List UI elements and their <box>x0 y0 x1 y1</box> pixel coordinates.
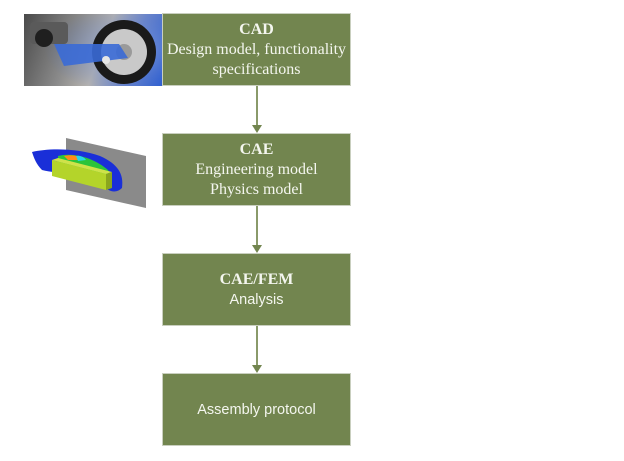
engine-cover <box>35 29 53 47</box>
step-box-cae: CAE Engineering model Physics model <box>162 133 351 206</box>
step-line: Analysis <box>229 291 284 308</box>
part-block <box>52 160 106 190</box>
arrow-down <box>251 206 263 253</box>
fem-illustration <box>32 138 146 208</box>
step-title: CAE/FEM <box>219 270 294 288</box>
motorcycle-cad-image <box>24 14 162 86</box>
arrow-shaft <box>256 86 258 125</box>
swingarm <box>54 44 128 66</box>
fem-contour-image <box>28 130 148 210</box>
arrow-down <box>251 326 263 373</box>
arrowhead-icon <box>252 245 262 253</box>
step-box-assembly-protocol: Assembly protocol <box>162 373 351 446</box>
step-title: CAE <box>239 140 274 158</box>
arrowhead-icon <box>252 125 262 133</box>
step-line: Assembly protocol <box>197 401 316 418</box>
step-line: specifications <box>212 60 301 78</box>
arrow-shaft <box>256 206 258 245</box>
step-line: Physics model <box>210 180 303 198</box>
step-line: Design model, functionality <box>166 40 347 58</box>
motorcycle-illustration <box>24 14 162 86</box>
arrow-down <box>251 86 263 133</box>
arrowhead-icon <box>252 365 262 373</box>
step-line: Engineering model <box>195 160 318 178</box>
step-box-cad: CAD Design model, functionality specific… <box>162 13 351 86</box>
step-box-cae-fem: CAE/FEM Analysis <box>162 253 351 326</box>
step-title: CAD <box>239 20 274 38</box>
arrow-shaft <box>256 326 258 365</box>
